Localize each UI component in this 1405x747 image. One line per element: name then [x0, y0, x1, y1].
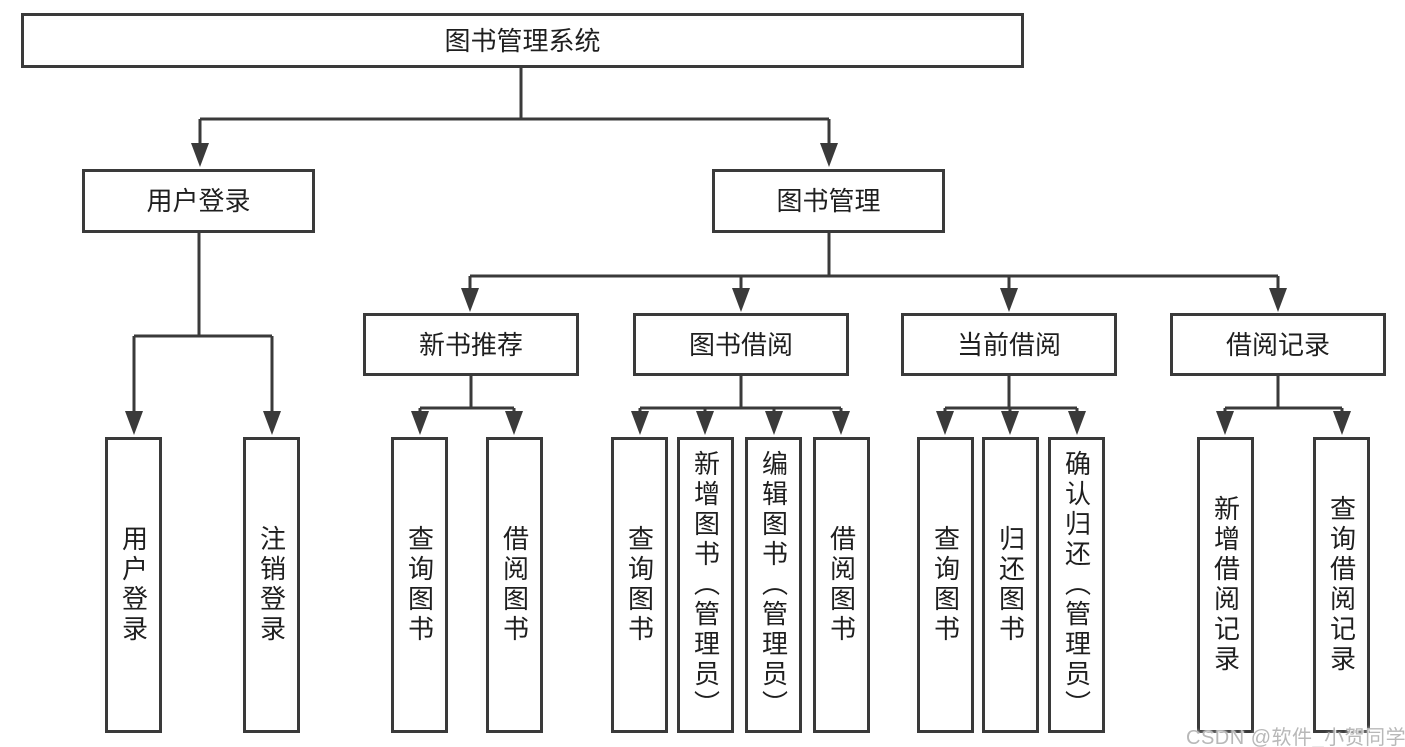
node-current-borrowing: 当前借阅: [901, 313, 1117, 376]
node-leaf-edit-book-admin: 编辑图书（管理员）: [745, 437, 802, 733]
node-leaf-borrow-books-recommend: 借阅图书: [486, 437, 543, 733]
node-leaf-query-books-borrow: 查询图书: [611, 437, 668, 733]
node-book-management: 图书管理: [712, 169, 945, 233]
node-leaf-confirm-return-admin: 确认归还（管理员）: [1048, 437, 1105, 733]
node-leaf-add-book-admin: 新增图书（管理员）: [677, 437, 734, 733]
node-leaf-borrow-books-borrow: 借阅图书: [813, 437, 870, 733]
node-leaf-logout: 注销登录: [243, 437, 300, 733]
node-leaf-query-borrow-record: 查询借阅记录: [1313, 437, 1370, 733]
node-leaf-return-books: 归还图书: [982, 437, 1039, 733]
node-borrowing-records: 借阅记录: [1170, 313, 1386, 376]
arrowheads: [125, 143, 1351, 435]
node-book-borrowing: 图书借阅: [633, 313, 849, 376]
node-new-book-recommendation: 新书推荐: [363, 313, 579, 376]
node-leaf-query-books-recommend: 查询图书: [391, 437, 448, 733]
node-leaf-query-books-current: 查询图书: [917, 437, 974, 733]
node-user-login: 用户登录: [82, 169, 315, 233]
watermark: CSDN @软件_小贺同学: [1186, 727, 1405, 747]
node-leaf-add-borrow-record: 新增借阅记录: [1197, 437, 1254, 733]
node-leaf-user-login: 用户登录: [105, 437, 162, 733]
node-library-management-system: 图书管理系统: [21, 13, 1024, 68]
